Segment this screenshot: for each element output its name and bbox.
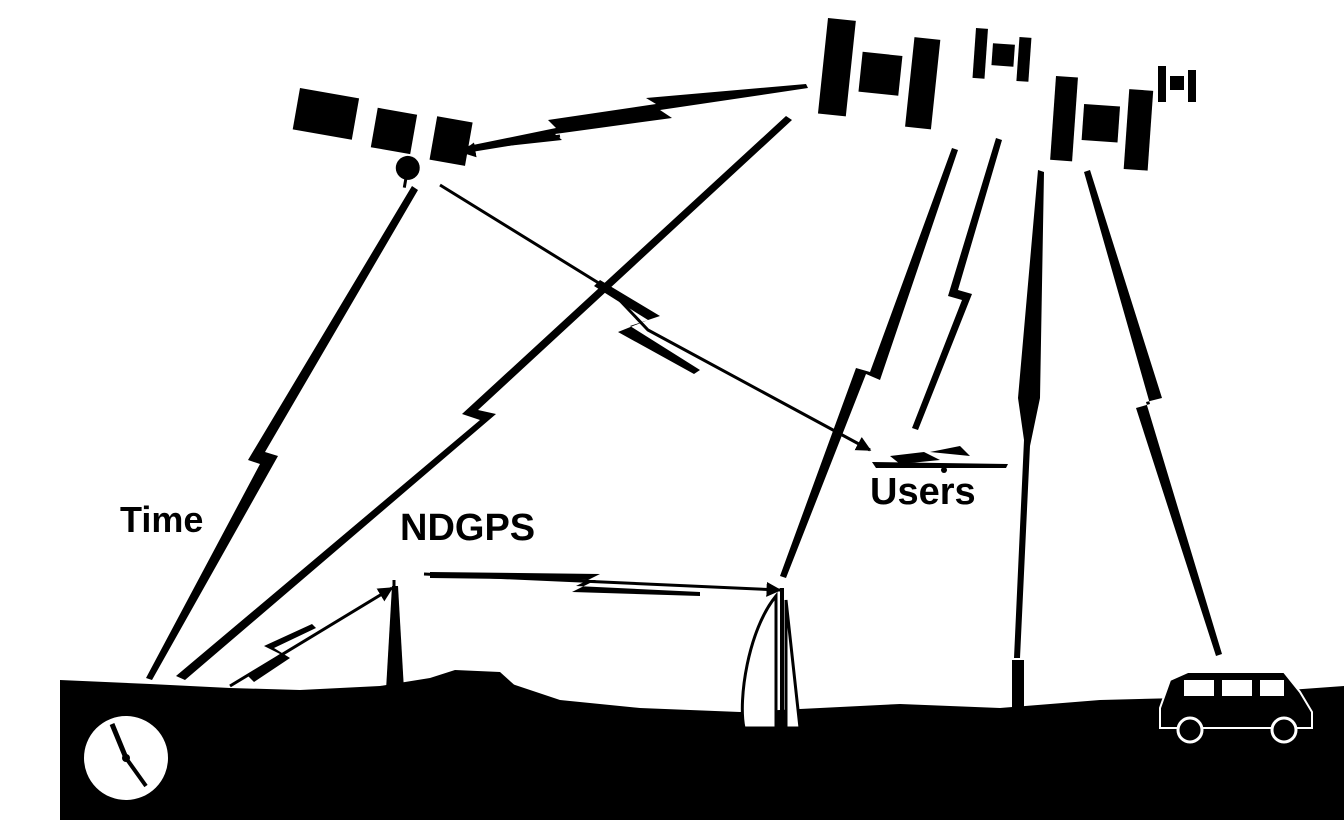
- aircraft-icon: [872, 446, 1008, 473]
- downlink-bolt-users: [912, 138, 1002, 430]
- tower-to-boat-bolt: [430, 572, 700, 596]
- downlink-bolt-boat: [780, 148, 958, 578]
- clock-icon: [80, 712, 172, 804]
- time-label: Time: [120, 499, 203, 540]
- satellite-icon: [1050, 76, 1154, 171]
- crosslink-arrow: [460, 134, 561, 158]
- downlink-bolt-clock-2: [176, 116, 792, 680]
- satellite-icon: [972, 28, 1032, 82]
- satellite-icon: [292, 88, 473, 188]
- ground-ridge: [430, 670, 520, 700]
- users-label: Users: [870, 471, 976, 513]
- clock-to-tower-arrow: [229, 586, 394, 688]
- car-icon: [1159, 671, 1313, 744]
- sailboat-icon: [740, 588, 806, 742]
- clock-to-tower-bolt: [248, 624, 316, 682]
- crosslink-bolt: [468, 84, 808, 150]
- downlink-bolt-clock: [146, 186, 418, 680]
- satellite-icon: [1158, 66, 1196, 102]
- satellite-icon: [817, 18, 941, 130]
- downlink-bolt-car: [1084, 170, 1222, 656]
- ndgps-label: NDGPS: [400, 507, 535, 549]
- downlink-arrow-users: [439, 183, 872, 452]
- ground-silhouette: [60, 678, 1344, 820]
- radio-tower-icon: [386, 580, 404, 690]
- downlink-bolt-post: [1014, 170, 1044, 658]
- post-antenna-icon: [1012, 660, 1024, 710]
